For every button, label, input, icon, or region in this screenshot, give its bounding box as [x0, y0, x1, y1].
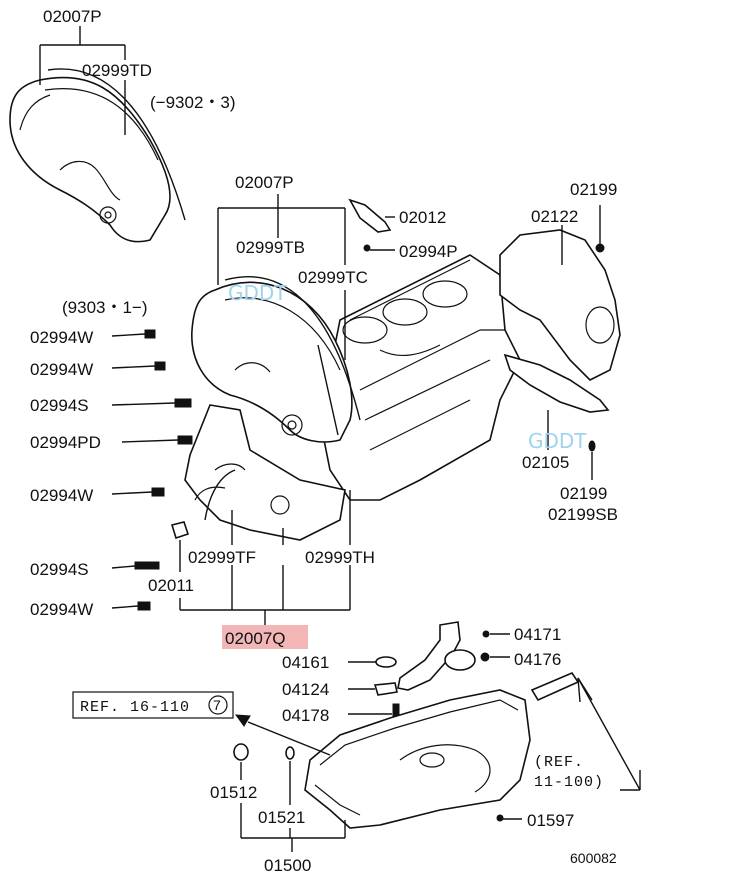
highlight-02007q — [222, 625, 308, 649]
label-01597: 01597 — [527, 811, 574, 830]
oil-pickup-illustration — [348, 621, 510, 717]
label-ref-11-b: 11-100) — [534, 774, 604, 791]
timing-cover-upper-illustration — [9, 68, 186, 243]
label-02994w-1: 02994W — [30, 328, 93, 347]
bolts-left — [111, 329, 193, 611]
ref-box-16-110 — [72, 691, 234, 719]
label-01512: 01512 — [210, 783, 257, 802]
label-02999tf: 02999TF — [188, 548, 256, 567]
label-02994s-1: 02994S — [30, 396, 89, 415]
label-04124: 04124 — [282, 680, 329, 699]
label-diagram-id: 600082 — [570, 850, 617, 866]
ref-circle — [208, 695, 228, 715]
leader-02007q — [179, 490, 351, 625]
label-02994pd: 02994PD — [30, 433, 101, 452]
ref-arrow-16 — [234, 714, 331, 756]
label-date-from: (9303・1−) — [62, 298, 148, 317]
label-04178: 04178 — [282, 706, 329, 725]
engine-block-illustration — [319, 254, 521, 501]
label-02999td: 02999TD — [82, 61, 152, 80]
ref-arrow-11 — [620, 770, 641, 791]
leader-02007p-top — [39, 26, 126, 135]
part-02105 — [503, 353, 610, 480]
leader-02007p-mid — [217, 194, 346, 360]
label-02105: 02105 — [522, 453, 569, 472]
label-02994w-3: 02994W — [30, 486, 93, 505]
label-02994w-2: 02994W — [30, 360, 93, 379]
label-02011: 02011 — [148, 576, 194, 595]
oil-pan-illustration — [304, 689, 531, 829]
label-02122: 02122 — [531, 207, 578, 226]
watermark-2: GDDT — [528, 429, 587, 453]
label-02012: 02012 — [399, 208, 446, 227]
label-date-upto: (−9302・3) — [150, 93, 236, 112]
label-02999tb: 02999TB — [236, 238, 305, 257]
part-02012 — [348, 198, 395, 252]
label-02994s-2: 02994S — [30, 560, 89, 579]
label-ref-circle: 7 — [213, 697, 221, 713]
label-04171: 04171 — [514, 625, 561, 644]
label-02007q: 02007Q — [225, 629, 286, 648]
label-02007p-top: 02007P — [43, 7, 102, 26]
label-04176: 04176 — [514, 650, 561, 669]
label-04161: 04161 — [282, 653, 329, 672]
dipstick-tube — [530, 672, 641, 791]
label-02007p-mid: 02007P — [235, 173, 294, 192]
label-ref-11-a: (REF. — [534, 754, 584, 771]
label-02999tc: 02999TC — [298, 268, 368, 287]
label-02199-top: 02199 — [570, 180, 617, 199]
watermark-1: GDDT — [228, 281, 287, 305]
part-02011 — [170, 521, 190, 572]
label-02999th: 02999TH — [305, 548, 375, 567]
timing-cover-lower-illustration — [184, 404, 346, 541]
label-02199sb: 02199SB — [548, 505, 618, 524]
label-01521: 01521 — [258, 808, 305, 827]
label-02994w-4: 02994W — [30, 600, 93, 619]
rear-plate-02122 — [499, 205, 621, 381]
label-02994p: 02994P — [399, 242, 458, 261]
label-02199-bot: 02199 — [560, 484, 607, 503]
timing-cover-main-illustration — [191, 276, 361, 443]
label-ref-16-110: REF. 16-110 — [80, 699, 190, 716]
label-01500: 01500 — [264, 856, 311, 875]
drain-plug-parts — [233, 743, 346, 852]
